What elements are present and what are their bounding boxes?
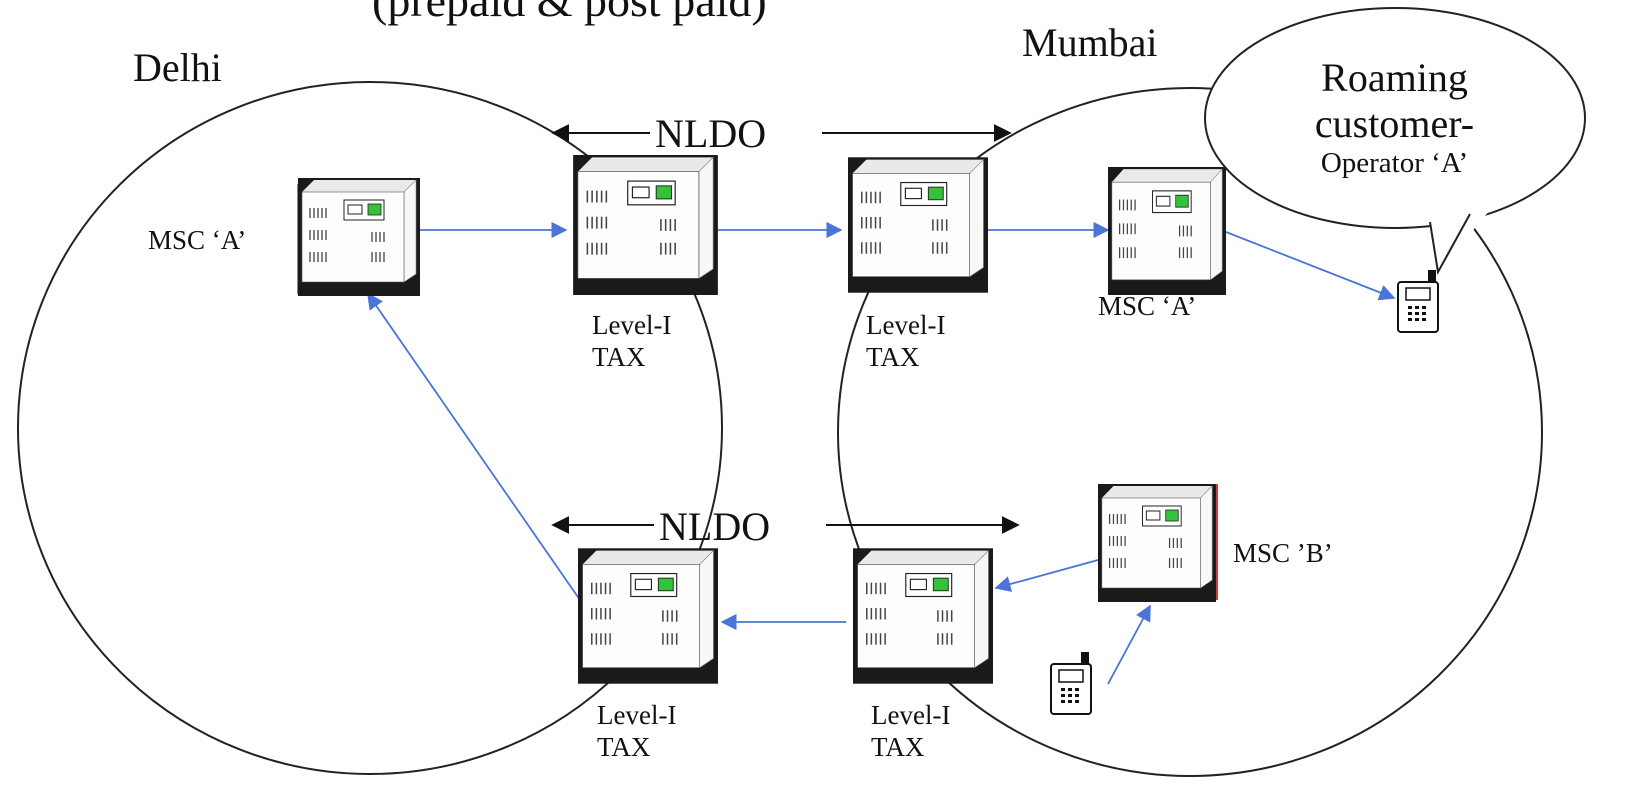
msc-a-mumbai-server-icon — [1108, 167, 1226, 300]
delhi-region-circle — [17, 81, 723, 775]
msc-a-mumbai-label: MSC ‘A’ — [1098, 291, 1197, 321]
bubble-line-3: Operator ‘A’ — [1320, 147, 1469, 179]
tax-type-text: TAX — [866, 341, 920, 372]
switch-server-icon — [578, 548, 718, 684]
region-label-delhi: Delhi — [133, 45, 222, 90]
nldo-bottom-label: NLDO — [659, 504, 771, 549]
switch-server-icon — [853, 548, 993, 684]
switch-server-icon — [1098, 484, 1216, 602]
roaming-phone-icon — [1396, 270, 1442, 339]
tax-delhi-top-server-icon — [573, 155, 718, 300]
tax-mumbai-bottom-server-icon — [853, 546, 993, 691]
flow-msc-a-to-roaming-phone — [1225, 231, 1396, 301]
flow-msc-b-to-tax-mumbai-bottom — [994, 559, 1099, 592]
bubble-line-2: customer- — [1314, 101, 1475, 146]
tax-mumbai-bottom-label: Level-I TAX — [871, 700, 950, 764]
nldo-top-label: NLDO — [655, 111, 767, 156]
switch-server-icon — [573, 155, 718, 295]
region-label-mumbai: Mumbai — [1022, 20, 1158, 65]
bubble-line-1: Roaming — [1321, 55, 1468, 100]
flow-tax-delhi-bottom-to-msc-delhi — [367, 292, 581, 601]
tax-type-text: TAX — [871, 731, 925, 762]
diagram-title: (prepaid & post paid) — [372, 0, 767, 26]
mumbai-region-circle — [837, 87, 1543, 777]
tax-delhi-bottom-server-icon — [578, 546, 718, 691]
msc-a-delhi-label: MSC ‘A’ — [148, 225, 247, 255]
msc-a-delhi-server-icon — [298, 178, 420, 301]
flow-phone-to-msc-b — [1107, 604, 1151, 685]
msc-b-edge-accent — [1214, 484, 1218, 600]
bubble-tail-outline — [1429, 213, 1471, 276]
tax-level-text: Level-I — [592, 310, 672, 340]
tax-mumbai-top-server-icon — [848, 155, 988, 300]
bubble-tail — [1430, 210, 1490, 272]
tax-level-text: Level-I — [866, 310, 946, 340]
tax-delhi-bottom-label: Level-I TAX — [597, 700, 676, 764]
tax-mumbai-top-label: Level-I TAX — [866, 310, 945, 374]
tax-type-text: TAX — [592, 341, 646, 372]
switch-server-icon — [848, 157, 988, 293]
tax-type-text: TAX — [597, 731, 651, 762]
mobile-phone-icon — [1050, 652, 1092, 715]
tax-level-text: Level-I — [871, 700, 951, 730]
switch-server-icon — [298, 178, 420, 296]
tax-level-text: Level-I — [597, 700, 677, 730]
msc-b-mumbai-label: MSC ’B’ — [1233, 538, 1333, 568]
switch-server-icon — [1108, 167, 1226, 295]
roaming-bubble-text: Roaming customer- Operator ‘A’ — [1262, 55, 1527, 180]
tax-delhi-top-label: Level-I TAX — [592, 310, 671, 374]
mobile-phone-icon — [1397, 270, 1439, 333]
bubble-shape — [1204, 7, 1586, 229]
msc-b-mumbai-server-icon — [1098, 484, 1216, 607]
caller-phone-icon — [1049, 652, 1095, 721]
